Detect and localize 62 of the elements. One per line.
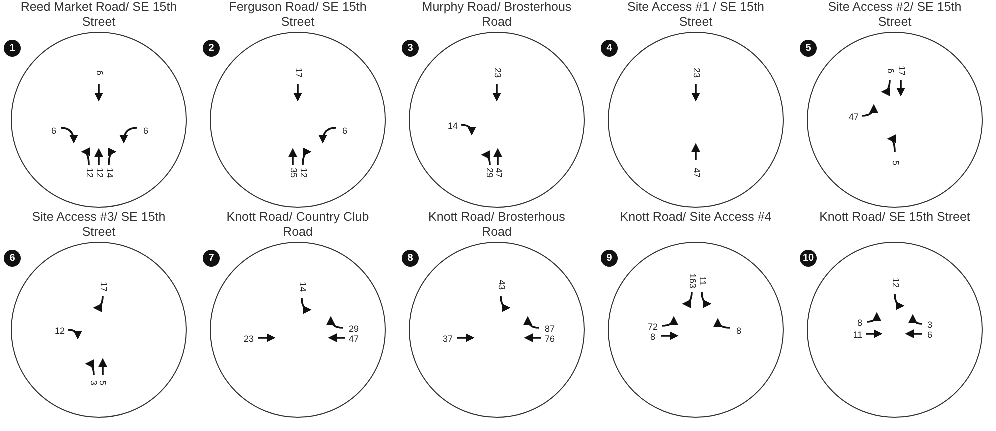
- traffic-volume: 23: [692, 68, 702, 78]
- intersection-name: Murphy Road/ Brosterhous Road: [421, 0, 573, 30]
- intersection-name: Site Access #1 / SE 15th Street: [626, 0, 766, 30]
- traffic-volume: 11: [698, 276, 708, 286]
- traffic-volume: 5: [891, 160, 901, 166]
- traffic-volume: 17: [294, 68, 304, 78]
- traffic-volume: 23: [493, 68, 503, 78]
- intersection-number-badge: 2: [203, 40, 220, 57]
- traffic-volume: 6: [95, 70, 105, 76]
- traffic-volume: 6: [928, 330, 932, 340]
- traffic-volume: 3: [928, 320, 932, 330]
- traffic-volume: 12: [85, 168, 95, 178]
- intersection-name: Knott Road/ Brosterhous Road: [428, 210, 566, 240]
- intersection-number-badge: 1: [4, 40, 21, 57]
- traffic-volume: 47: [692, 168, 702, 178]
- traffic-volume: 11: [853, 330, 863, 340]
- traffic-volume: 3: [89, 380, 99, 386]
- intersection-name: Knott Road/ Site Access #4: [619, 210, 773, 225]
- traffic-volume: 47: [849, 112, 859, 122]
- intersection-number-badge: 8: [402, 250, 419, 267]
- traffic-volume: 14: [105, 168, 115, 178]
- traffic-volume: 17: [897, 66, 907, 76]
- traffic-volume: 47: [494, 168, 504, 178]
- intersection-name: Site Access #2/ SE 15th Street: [827, 0, 963, 30]
- traffic-volume: 5: [98, 380, 108, 386]
- traffic-volume: 6: [886, 68, 896, 74]
- traffic-volume: 12: [55, 326, 65, 336]
- traffic-volume: 43: [497, 280, 507, 290]
- intersection-number-badge: 7: [203, 250, 220, 267]
- traffic-volume: 163: [688, 273, 698, 289]
- intersection-name: Site Access #3/ SE 15th Street: [31, 210, 167, 240]
- traffic-volume: 14: [448, 121, 458, 131]
- traffic-volume: 8: [650, 332, 656, 342]
- intersection-name: Knott Road/ SE 15th Street: [818, 210, 972, 225]
- traffic-volume: 29: [485, 168, 495, 178]
- traffic-volume: 12: [891, 278, 901, 288]
- intersection-number-badge: 3: [402, 40, 419, 57]
- intersection-number-badge: 10: [800, 250, 817, 267]
- traffic-volume: 12: [299, 168, 309, 178]
- intersection-number-badge: 4: [601, 40, 618, 57]
- traffic-volume: 6: [144, 126, 148, 136]
- intersection-name: Ferguson Road/ SE 15th Street: [228, 0, 368, 30]
- traffic-volume: 37: [443, 334, 453, 344]
- intersection-number-badge: 6: [4, 250, 21, 267]
- traffic-volume: 29: [349, 324, 359, 334]
- intersection-name: Reed Market Road/ SE 15th Street: [20, 0, 178, 30]
- traffic-volume: 17: [99, 282, 109, 292]
- traffic-volume: 8: [736, 326, 742, 336]
- traffic-volume: 47: [349, 334, 359, 344]
- traffic-volume: 23: [244, 334, 254, 344]
- traffic-volume: 35: [289, 168, 299, 178]
- traffic-volume: 8: [858, 318, 862, 328]
- intersection-number-badge: 5: [800, 40, 817, 57]
- intersection-number-badge: 9: [601, 250, 618, 267]
- traffic-volume: 87: [545, 324, 555, 334]
- intersection-name: Knott Road/ Country Club Road: [226, 210, 370, 240]
- traffic-volume: 72: [648, 322, 658, 332]
- traffic-volume: 14: [298, 282, 308, 292]
- traffic-volume: 6: [52, 126, 56, 136]
- traffic-volume: 6: [342, 126, 348, 136]
- traffic-volume: 12: [95, 168, 105, 178]
- traffic-volume: 76: [545, 334, 555, 344]
